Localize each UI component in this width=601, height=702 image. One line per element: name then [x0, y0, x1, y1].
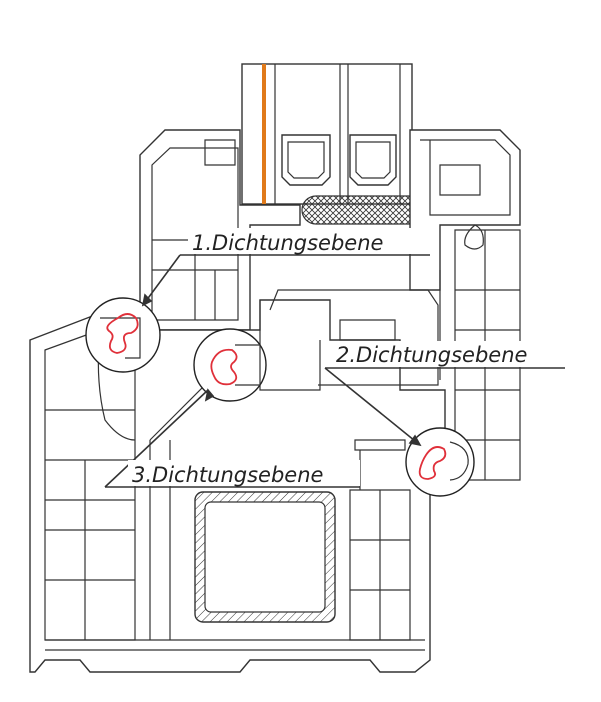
- glazing-unit: [241, 63, 431, 225]
- seal-3-gasket: [210, 348, 238, 386]
- seal-1-gasket: [106, 313, 139, 354]
- seal-1-detail: [85, 297, 161, 373]
- seal-3-detail: [193, 328, 267, 402]
- seal-2-detail: [405, 427, 475, 497]
- seal-2-gasket: [418, 446, 447, 480]
- seal-level-1-label: 1.Dichtungsebene: [192, 231, 383, 255]
- callout-leaders: [104, 254, 565, 488]
- seal-level-2-label: 2.Dichtungsebene: [336, 343, 527, 367]
- seal-level-3-label: 3.Dichtungsebene: [132, 463, 323, 487]
